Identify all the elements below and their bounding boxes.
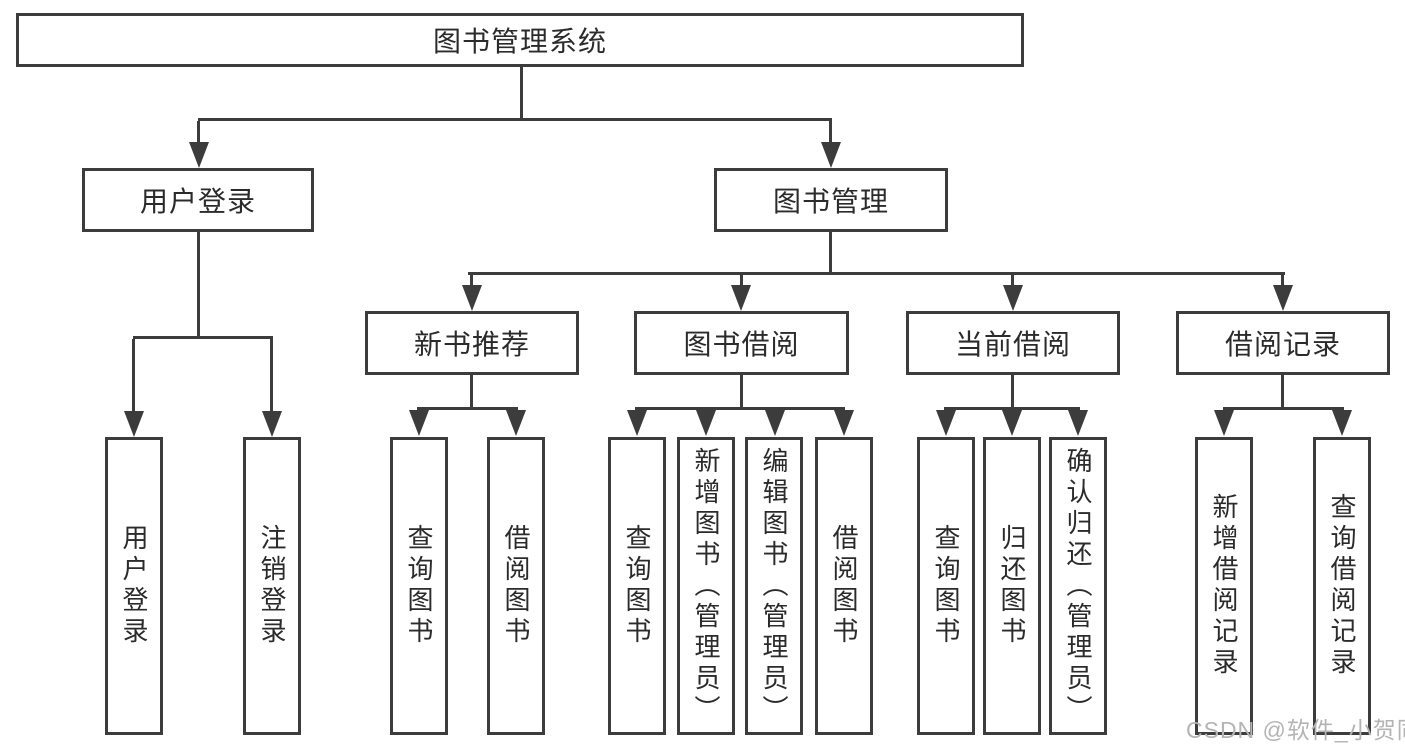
leaf-label: 借阅图书 [501,524,531,648]
connector-line [740,375,743,407]
arrow-down-icon [834,410,854,436]
arrow-down-icon [1214,410,1234,436]
connector-line [468,272,1285,275]
arrow-down-icon [1332,410,1352,436]
leaf-edit-books-admin: 编辑图书（管理员） [745,437,803,735]
connector-line [133,336,273,339]
arrow-down-icon [189,142,209,168]
arrow-down-icon [821,142,841,168]
arrow-down-icon [1002,410,1022,436]
leaf-borrow-books: 借阅图书 [815,437,873,735]
leaf-confirm-return-admin: 确认归还（管理员） [1049,437,1107,735]
connector-line [470,275,473,287]
connector-line [197,121,200,144]
connector-line [520,67,523,118]
leaf-logout: 注销登录 [243,437,301,735]
leaf-label: 查询图书 [622,524,652,648]
connector-line [829,121,832,144]
leaf-label: 用户登录 [119,524,149,648]
arrow-down-icon [462,285,482,311]
connector-line [132,339,135,411]
watermark: CSDN @软件_小贺同学 [1186,717,1405,743]
arrow-down-icon [506,410,526,436]
connector-line [1281,375,1284,407]
leaf-label: 编辑图书（管理员） [759,446,789,726]
leaf-add-books-admin: 新增图书（管理员） [677,437,735,735]
arrow-down-icon [262,411,282,437]
leaf-query-books: 查询图书 [917,437,975,735]
arrow-down-icon [1003,285,1023,311]
arrow-down-icon [936,410,956,436]
node-book-borrowing: 图书借阅 [634,311,849,375]
node-book-management: 图书管理 [714,168,948,232]
connector-line [1223,407,1344,410]
leaf-add-borrow-record: 新增借阅记录 [1195,437,1253,735]
leaf-label: 借阅图书 [829,524,859,648]
leaf-label: 新增借阅记录 [1209,493,1239,679]
connector-line [740,275,743,287]
arrow-down-icon [409,410,429,436]
node-new-book-recommendation: 新书推荐 [365,311,579,375]
leaf-query-books: 查询图书 [608,437,666,735]
arrow-down-icon [1273,285,1293,311]
connector-line [1011,275,1014,287]
node-user-login: 用户登录 [82,168,314,232]
leaf-label: 新增图书（管理员） [691,446,721,726]
leaf-query-borrow-record: 查询借阅记录 [1313,437,1371,735]
leaf-query-books: 查询图书 [390,437,448,735]
connector-line [270,339,273,411]
connector-line [944,407,1080,410]
leaf-user-login: 用户登录 [105,437,163,735]
leaf-label: 归还图书 [997,524,1027,648]
leaf-label: 注销登录 [257,524,287,648]
arrow-down-icon [627,410,647,436]
arrow-down-icon [765,410,785,436]
arrow-down-icon [1068,410,1088,436]
leaf-label: 确认归还（管理员） [1063,446,1093,726]
leaf-return-books: 归还图书 [983,437,1041,735]
node-library-management-system: 图书管理系统 [16,13,1024,67]
connector-line [635,407,845,410]
node-current-borrowing: 当前借阅 [906,311,1120,375]
connector-line [1011,375,1014,407]
arrow-down-icon [124,411,144,437]
leaf-label: 查询图书 [931,524,961,648]
leaf-label: 查询借阅记录 [1327,493,1357,679]
connector-line [417,407,518,410]
connector-line [197,232,200,336]
arrow-down-icon [731,285,751,311]
connector-line [470,375,473,407]
arrow-down-icon [696,410,716,436]
connector-line [198,118,832,121]
node-borrowing-records: 借阅记录 [1176,311,1390,375]
leaf-borrow-books: 借阅图书 [487,437,545,735]
connector-line [1281,275,1284,287]
connector-line [829,232,832,272]
leaf-label: 查询图书 [404,524,434,648]
